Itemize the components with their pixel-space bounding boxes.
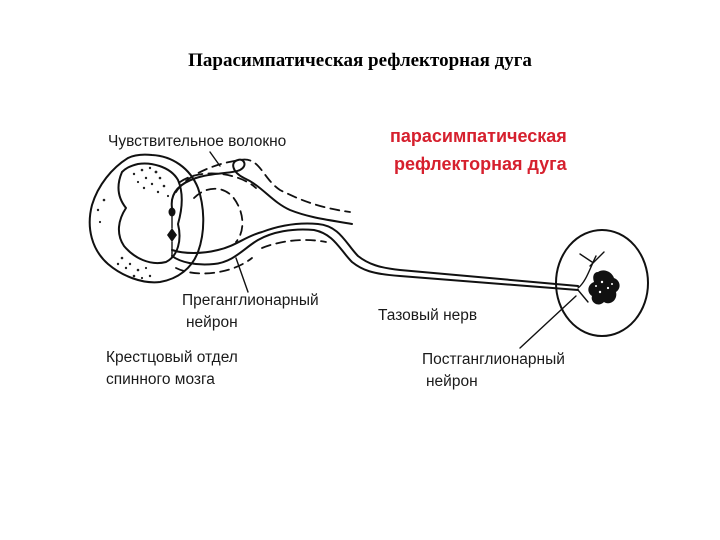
label-preganglionic-line1: Преганглионарный xyxy=(182,292,319,309)
sensory-fiber xyxy=(170,158,353,225)
label-sacral-line2: спинного мозга xyxy=(106,371,215,388)
spinal-cord-section xyxy=(88,153,205,284)
target-organ xyxy=(555,229,649,337)
preganglionic-fiber xyxy=(171,172,579,291)
label-sensory-fiber: Чувствительное волокно xyxy=(108,133,286,150)
leader-lines xyxy=(209,151,577,349)
label-postganglionic-line2: нейрон xyxy=(426,373,478,390)
label-postganglionic-line1: Постганглионарный xyxy=(422,351,565,368)
slide-title: Парасимпатическая рефлекторная дуга xyxy=(188,50,532,71)
red-title-line2: рефлекторная дуга xyxy=(394,154,568,174)
label-pelvic-nerve: Тазовый нерв xyxy=(378,307,477,324)
label-sacral-line1: Крестцовый отдел xyxy=(106,349,238,366)
red-title-line1: парасимпатическая xyxy=(390,126,567,146)
label-preganglionic-line2: нейрон xyxy=(186,314,238,331)
